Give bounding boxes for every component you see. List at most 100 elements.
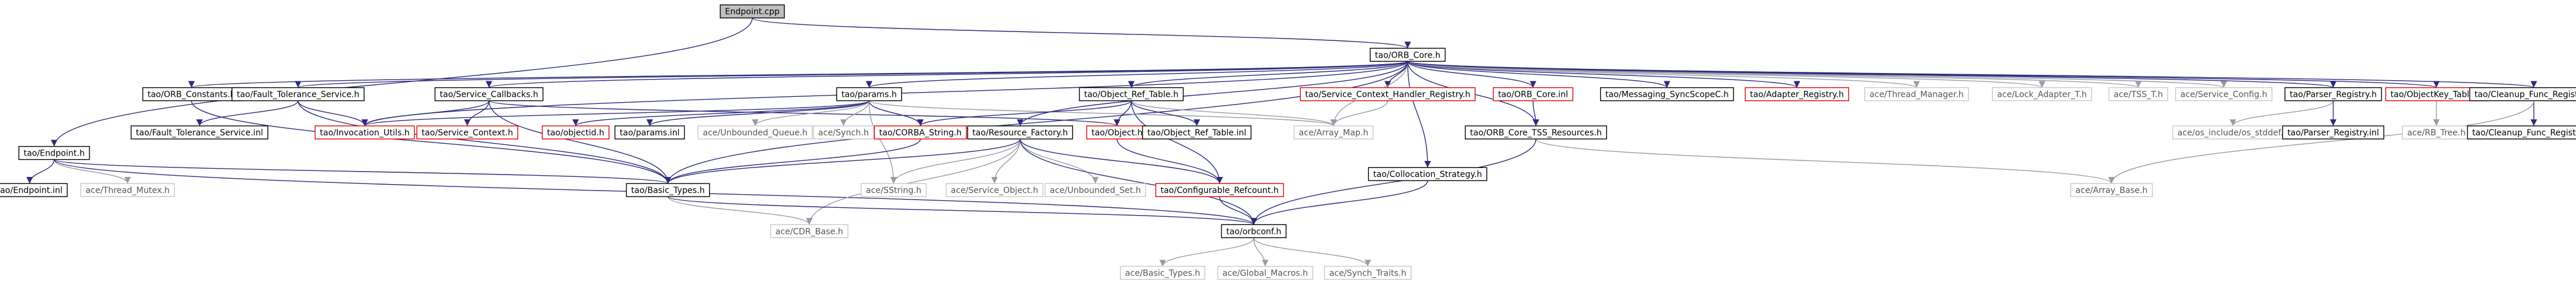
node-label: ace/Thread_Mutex.h bbox=[85, 186, 170, 195]
graph-edge bbox=[26, 159, 55, 184]
graph-edge bbox=[1017, 61, 1409, 126]
graph-node-endpoint-cpp[interactable]: Endpoint.cpp bbox=[720, 4, 785, 18]
graph-node-objectkey-table-h[interactable]: tao/ObjectKey_Table.h bbox=[2385, 87, 2488, 102]
node-box bbox=[2284, 87, 2382, 102]
graph-node-orb-constants-h[interactable]: tao/ORB_Constants.h bbox=[142, 87, 241, 102]
graph-node-parser-reg-h[interactable]: tao/Parser_Registry.h bbox=[2284, 87, 2382, 102]
graph-node-cleanup-reg-h[interactable]: tao/Cleanup_Func_Registry.h bbox=[2469, 87, 2576, 102]
graph-edge bbox=[464, 100, 490, 126]
graph-edge bbox=[1407, 61, 1537, 88]
graph-node-fault-tol-h[interactable]: tao/Fault_Tolerance_Service.h bbox=[231, 87, 365, 102]
graph-node-adapter-reg-h[interactable]: tao/Adapter_Registry.h bbox=[1744, 87, 1849, 102]
graph-node-params-inl[interactable]: tao/params.inl bbox=[614, 125, 685, 140]
node-box bbox=[720, 4, 785, 18]
node-box bbox=[18, 145, 90, 160]
graph-edge bbox=[1113, 100, 1132, 126]
graph-node-collocation-h[interactable]: tao/Collocation_Strategy.h bbox=[1368, 167, 1487, 181]
graph-node-endpoint-inl[interactable]: tao/Endpoint.inl bbox=[0, 183, 68, 197]
graph-edge bbox=[1219, 197, 1257, 225]
graph-edge bbox=[196, 100, 299, 126]
node-box bbox=[2467, 125, 2576, 140]
graph-node-endpoint-h[interactable]: tao/Endpoint.h bbox=[18, 145, 90, 160]
node-box bbox=[874, 125, 967, 140]
graph-node-fault-tol-inl[interactable]: tao/Fault_Tolerance_Service.inl bbox=[130, 125, 269, 140]
graph-edge bbox=[2108, 100, 2534, 184]
graph-node-objectid-h[interactable]: tao/objectid.h bbox=[541, 125, 609, 140]
node-label: ace/os_include/os_stddef.h bbox=[2178, 128, 2288, 138]
graph-node-array-base-h: ace/Array_Base.h bbox=[2070, 183, 2153, 197]
graph-edge bbox=[295, 61, 1409, 88]
graph-node-orb-core-inl[interactable]: tao/ORB_Core.inl bbox=[1493, 87, 1573, 102]
node-box bbox=[1294, 125, 1374, 140]
graph-node-os-stddef-h: ace/os_include/os_stddef.h bbox=[2172, 125, 2294, 140]
graph-node-configurable-refcount-h[interactable]: tao/Configurable_Refcount.h bbox=[1155, 183, 1284, 197]
graph-edge bbox=[917, 100, 1132, 126]
graph-edge bbox=[489, 100, 1121, 126]
graph-edge bbox=[667, 196, 813, 225]
graph-edge bbox=[50, 18, 753, 147]
graph-edge bbox=[806, 139, 1021, 225]
node-label: tao/Fault_Tolerance_Service.inl bbox=[136, 128, 263, 138]
graph-edge bbox=[1020, 138, 1223, 184]
graph-edge bbox=[1407, 61, 2440, 88]
graph-node-svc-ctx-handler-h[interactable]: tao/Service_Context_Handler_Registry.h bbox=[1300, 87, 1476, 102]
graph-node-thread-mutex-h: ace/Thread_Mutex.h bbox=[80, 183, 175, 197]
graph-edge bbox=[1116, 138, 1223, 184]
graph-node-orbconf-h[interactable]: tao/orbconf.h bbox=[1221, 224, 1287, 239]
graph-edge bbox=[189, 61, 1409, 88]
graph-node-resource-factory-h[interactable]: tao/Resource_Factory.h bbox=[967, 125, 1073, 140]
node-box bbox=[1464, 125, 1607, 140]
node-box bbox=[1370, 48, 1446, 62]
node-label: tao/Endpoint.inl bbox=[0, 186, 62, 195]
graph-edge bbox=[1020, 139, 1257, 225]
node-box bbox=[1493, 87, 1573, 102]
graph-edge bbox=[1407, 61, 1801, 88]
graph-edge bbox=[572, 100, 870, 126]
node-box bbox=[416, 125, 519, 140]
graph-node-synch-traits-h: ace/Synch_Traits.h bbox=[1324, 265, 1412, 280]
node-label: tao/Object_Ref_Table.h bbox=[1084, 90, 1179, 100]
graph-node-basic-types-h[interactable]: tao/Basic_Types.h bbox=[625, 183, 710, 197]
node-label: tao/Object.h bbox=[1091, 128, 1142, 138]
graph-edge bbox=[1020, 138, 1099, 184]
graph-node-tss-t-h: ace/TSS_T.h bbox=[2108, 87, 2169, 102]
node-box bbox=[314, 125, 415, 140]
node-label: tao/CORBA_String.h bbox=[879, 128, 962, 138]
graph-node-params-h[interactable]: tao/params.h bbox=[836, 87, 902, 102]
graph-node-objref-table-h[interactable]: tao/Object_Ref_Table.h bbox=[1078, 87, 1184, 102]
graph-node-orb-core-h[interactable]: tao/ORB_Core.h bbox=[1370, 48, 1446, 62]
node-box bbox=[231, 87, 365, 102]
node-box bbox=[2108, 87, 2169, 102]
graph-node-rb-tree-h: ace/RB_Tree.h bbox=[2402, 125, 2471, 140]
graph-node-service-context-h[interactable]: tao/Service_Context.h bbox=[416, 125, 519, 140]
graph-node-object-h[interactable]: tao/Object.h bbox=[1086, 125, 1148, 140]
graph-node-cleanup-reg-inl[interactable]: tao/Cleanup_Func_Registry.inl bbox=[2467, 125, 2576, 140]
graph-node-orb-core-tss-h[interactable]: tao/ORB_Core_TSS_Resources.h bbox=[1464, 125, 1607, 140]
graph-node-unbounded-queue-h: ace/Unbounded_Queue.h bbox=[697, 125, 813, 140]
node-box bbox=[614, 125, 685, 140]
node-box bbox=[1045, 183, 1147, 197]
graph-node-invocation-utils-h[interactable]: tao/Invocation_Utils.h bbox=[314, 125, 415, 140]
graph-node-objref-table-inl[interactable]: tao/Object_Ref_Table.inl bbox=[1142, 125, 1252, 140]
node-label: ace/Array_Map.h bbox=[1299, 128, 1368, 138]
graph-edge bbox=[869, 100, 924, 126]
node-label: ace/TSS_T.h bbox=[2114, 90, 2163, 100]
graph-node-corba-string-h[interactable]: tao/CORBA_String.h bbox=[874, 125, 967, 140]
node-label: ace/Synch.h bbox=[818, 128, 869, 138]
graph-node-msg-sync-h[interactable]: tao/Messaging_SyncScopeC.h bbox=[1600, 87, 1734, 102]
node-label: ace/Unbounded_Set.h bbox=[1050, 186, 1141, 195]
graph-edge bbox=[361, 100, 490, 126]
node-box bbox=[2175, 87, 2272, 102]
graph-node-cdr-base-h: ace/CDR_Base.h bbox=[770, 224, 848, 239]
graph-edge bbox=[1407, 61, 1431, 168]
node-label: tao/Service_Callbacks.h bbox=[440, 90, 538, 100]
graph-node-service-cb-h[interactable]: tao/Service_Callbacks.h bbox=[435, 87, 544, 102]
graph-node-ace-basic-types-h: ace/Basic_Types.h bbox=[1120, 265, 1205, 280]
node-box bbox=[1368, 167, 1487, 181]
graph-edge bbox=[53, 159, 671, 184]
node-box bbox=[836, 87, 902, 102]
node-label: tao/ORB_Constants.h bbox=[148, 90, 235, 100]
node-label: tao/Adapter_Registry.h bbox=[1750, 90, 1844, 100]
graph-node-parser-reg-inl[interactable]: tao/Parser_Registry.inl bbox=[2282, 125, 2385, 140]
node-label: ace/SString.h bbox=[866, 186, 921, 195]
